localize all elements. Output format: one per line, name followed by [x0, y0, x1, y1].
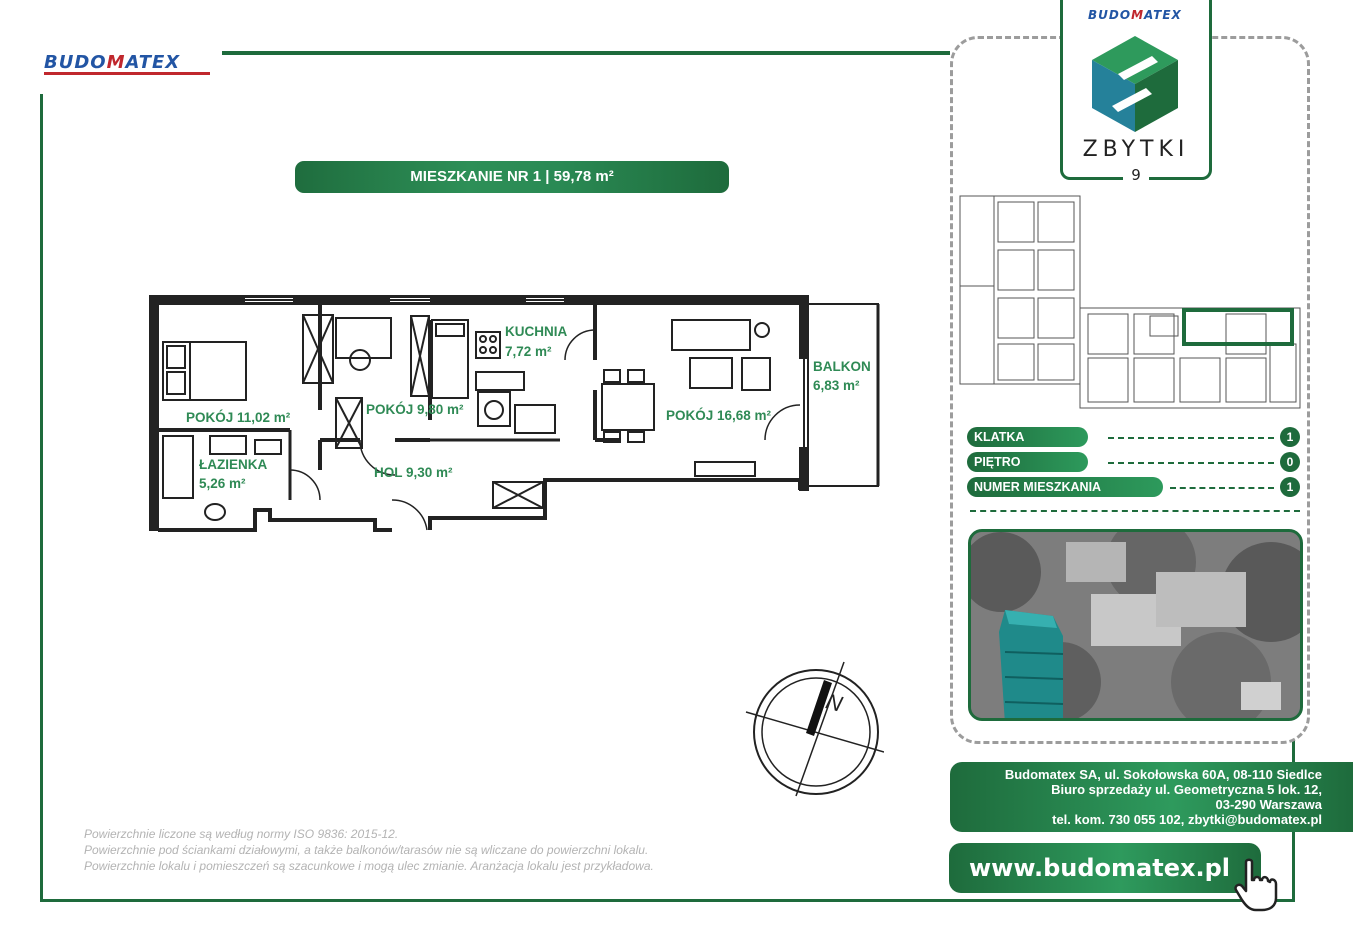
info-dash-1 — [1108, 437, 1274, 439]
badge-logo-prefix: BUDO — [1088, 8, 1132, 22]
pointer-hand-icon — [1234, 858, 1278, 912]
room1-label: POKÓJ 11,02 m² — [186, 410, 291, 425]
info-value-numer: 1 — [1280, 477, 1300, 497]
frame-top-line — [222, 51, 950, 55]
bathroom-name: ŁAZIENKA — [199, 457, 268, 472]
contact-line-2: Biuro sprzedaży ul. Geometryczna 5 lok. … — [1051, 782, 1322, 797]
info-value-pietro: 0 — [1280, 452, 1300, 472]
contact-line-1: Budomatex SA, ul. Sokołowska 60A, 08-110… — [1004, 767, 1322, 782]
project-number-wrap: 9 — [1060, 166, 1212, 184]
info-dash-3 — [1170, 487, 1274, 489]
kitchen-area: 7,72 m² — [505, 344, 552, 359]
project-name: ZBYTKI — [1082, 137, 1190, 162]
balcony-name: BALKON — [813, 359, 871, 374]
zbytki-emblem-icon — [1092, 36, 1178, 132]
contact-line-3: 03-290 Warszawa — [1215, 797, 1322, 812]
floor-plan — [149, 295, 880, 532]
aerial-photo — [968, 529, 1303, 721]
frame-bottom-line — [40, 899, 1295, 902]
kitchen-name: KUCHNIA — [505, 324, 568, 339]
panel-separator — [970, 510, 1300, 512]
contact-line-4[interactable]: tel. kom. 730 055 102, zbytki@budomatex.… — [1052, 812, 1322, 827]
info-label-numer: NUMER MIESZKANIA — [967, 477, 1163, 497]
note-line-2: Powierzchnie pod ściankami działowymi, a… — [84, 843, 649, 857]
website-link[interactable]: www.budomatex.pl — [949, 843, 1261, 893]
info-value-klatka: 1 — [1280, 427, 1300, 447]
frame-left-line — [40, 94, 43, 902]
apartment-title: MIESZKANIE NR 1 | 59,78 m² — [295, 161, 729, 193]
compass-icon — [745, 661, 884, 797]
info-label-pietro: PIĘTRO — [967, 452, 1088, 472]
project-number: 9 — [1123, 166, 1149, 184]
project-badge-logo: BUDOMATEX — [1088, 8, 1182, 22]
logo-m: M — [106, 52, 126, 73]
budomatex-logo: BUDOMATEX — [44, 52, 180, 73]
bathroom-area: 5,26 m² — [199, 476, 246, 491]
building-site-plan — [959, 195, 1301, 409]
hall-label: HOL 9,30 m² — [374, 465, 453, 480]
badge-logo-suffix: ATEX — [1144, 8, 1182, 22]
room3-label: POKÓJ 16,68 m² — [666, 408, 772, 423]
note-line-3: Powierzchnie lokalu i pomieszczeń są sza… — [84, 859, 654, 873]
note-line-1: Powierzchnie liczone są według normy ISO… — [84, 827, 399, 841]
badge-logo-m: M — [1131, 8, 1145, 22]
logo-prefix: BUDO — [44, 52, 107, 73]
info-dash-2 — [1108, 462, 1274, 464]
room2-label: POKÓJ 9,80 m² — [366, 402, 464, 417]
logo-underline — [44, 72, 210, 75]
balcony-area: 6,83 m² — [813, 378, 860, 393]
logo-suffix: ATEX — [125, 52, 181, 73]
contact-box: Budomatex SA, ul. Sokołowska 60A, 08-110… — [950, 762, 1353, 832]
info-label-klatka: KLATKA — [967, 427, 1088, 447]
